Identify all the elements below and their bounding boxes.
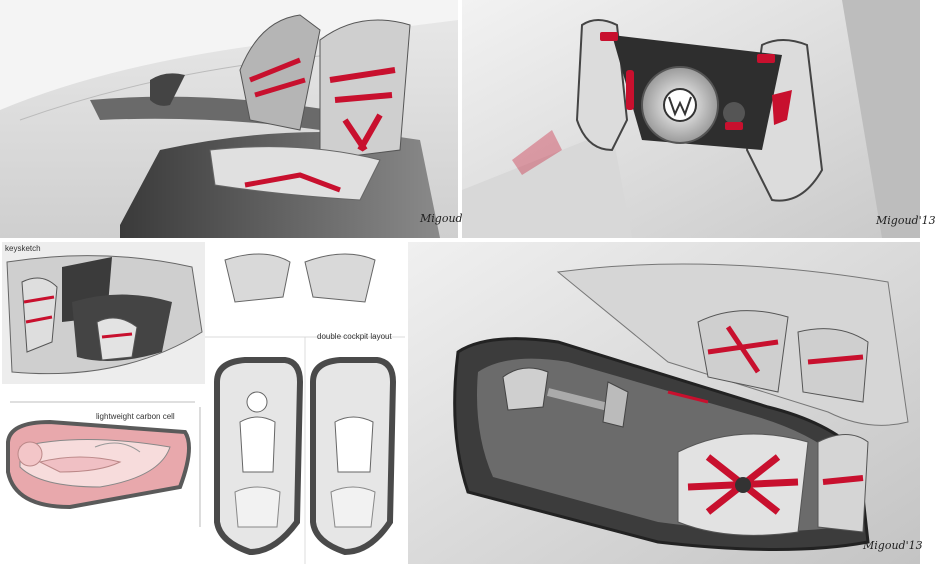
steering-yoke-panel: Migoud'13 [462,0,936,238]
signature: Migoud'13 [863,539,923,552]
overhead-render-panel: Migoud'13 [408,242,923,564]
cockpit-layout-label: double cockpit layout [317,332,392,341]
carbon-cell-panel: lightweight carbon cell [0,392,205,532]
steering-yoke-sketch [462,0,920,238]
carbon-cell-sketch [0,392,205,532]
overhead-render-sketch [408,242,920,564]
keysketch-panel: keysketch [2,242,205,384]
carbon-cell-label: lightweight carbon cell [96,412,175,421]
seats-perspective-sketch [0,0,458,238]
keysketch-drawing [2,242,205,384]
keysketch-label: keysketch [5,244,41,253]
signature: Migoud'13 [876,214,936,227]
seats-perspective-panel: Migoud'13 [0,0,480,238]
cockpit-layout-panel: double cockpit layout [205,242,405,564]
cockpit-layout-sketch [205,242,405,564]
